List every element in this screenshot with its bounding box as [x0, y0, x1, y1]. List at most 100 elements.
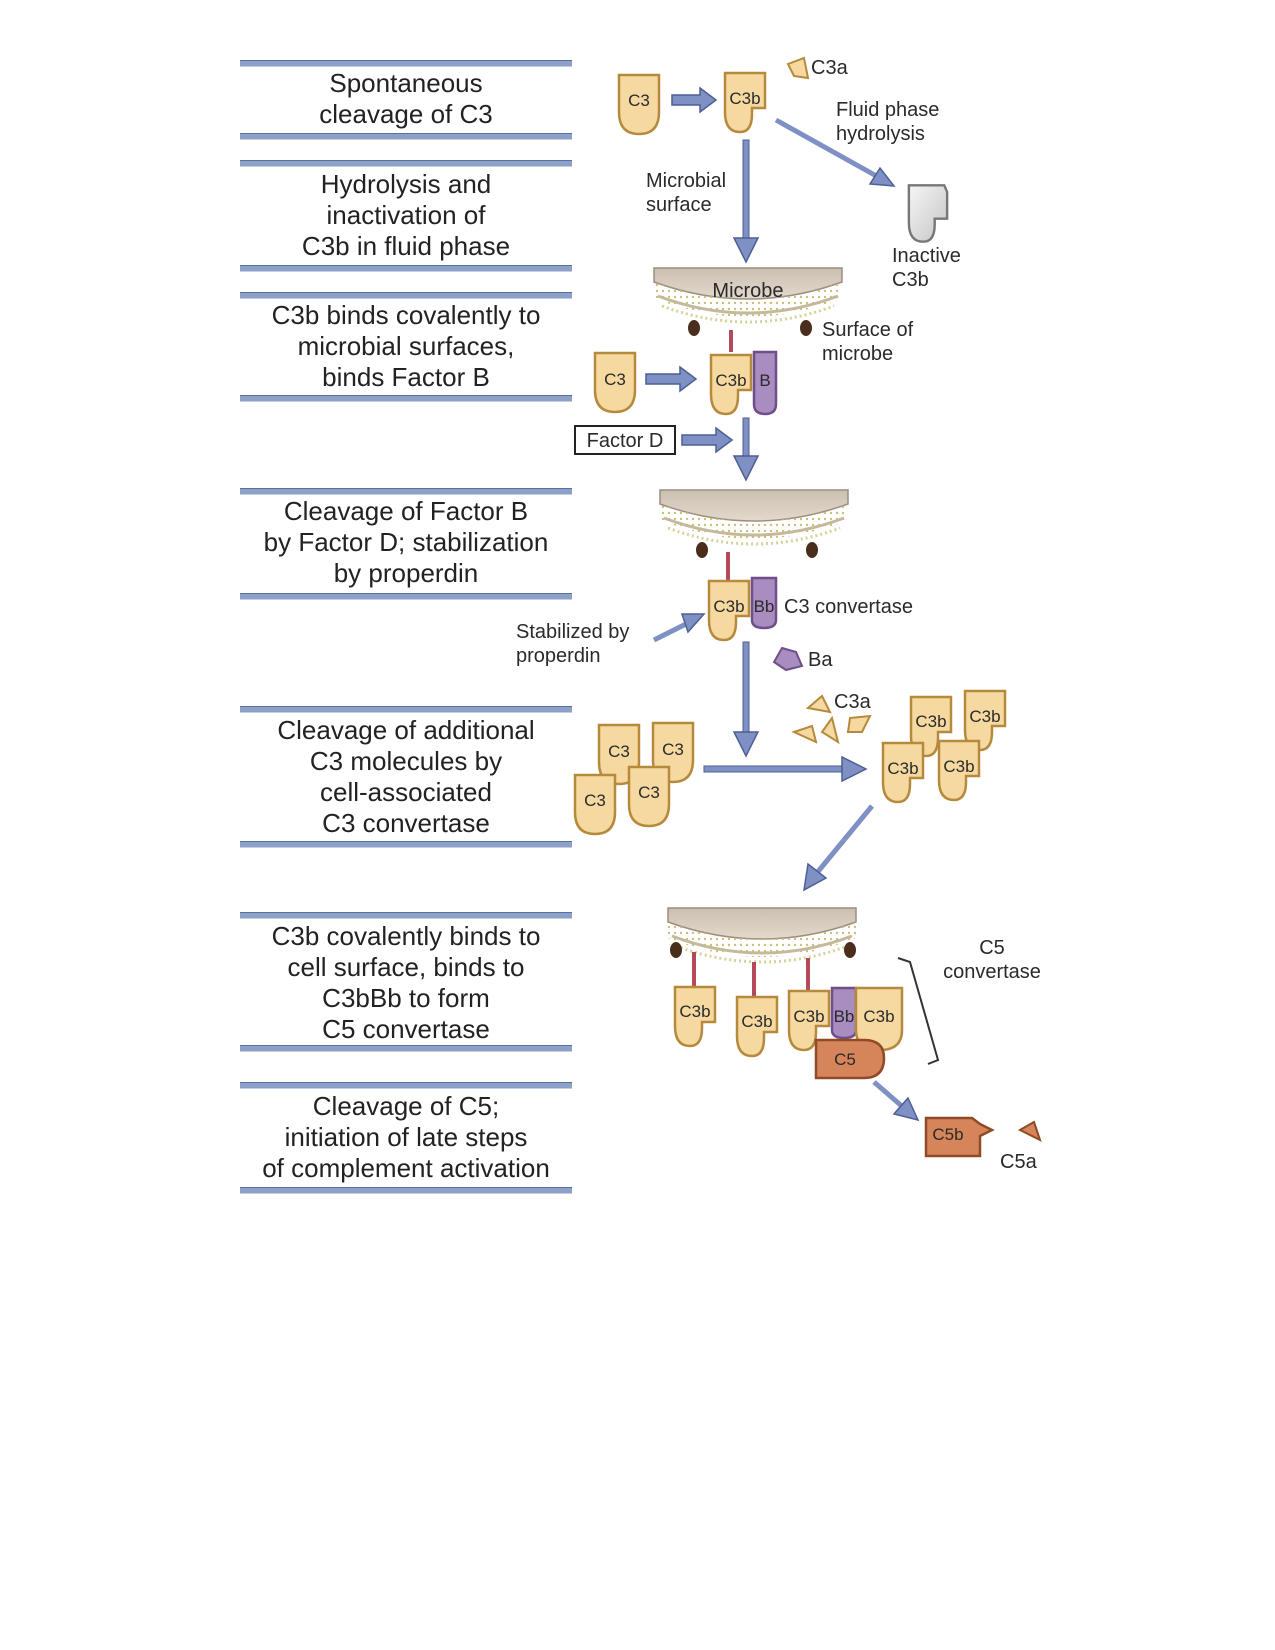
- step-7-text: Cleavage of C5; initiation of late steps…: [262, 1091, 550, 1183]
- c3b-label: C3b: [729, 89, 760, 108]
- c3-molecule: C3: [617, 73, 661, 136]
- step-6-panel: C3b covalently binds to cell surface, bi…: [240, 912, 572, 1052]
- microbial-surface-label: Microbial: [646, 170, 726, 192]
- step-divider: [240, 1187, 572, 1194]
- step-1-text: Spontaneous cleavage of C3: [319, 68, 493, 129]
- step-7-panel: Cleavage of C5; initiation of late steps…: [240, 1082, 572, 1194]
- factor-b-label: B: [759, 371, 770, 390]
- step-5-panel: Cleavage of additional C3 molecules by c…: [240, 706, 572, 848]
- fluid-phase-label: Fluid phase: [836, 99, 939, 121]
- stabilized-label: Stabilized by: [516, 621, 629, 643]
- c3a-label: C3a: [834, 691, 872, 713]
- c3b-label: C3b: [713, 597, 744, 616]
- arrow-factor-d: [681, 426, 734, 454]
- inactive-c3b-molecule: [907, 184, 949, 243]
- arrow-to-microbe-3: [803, 804, 874, 892]
- arrow-down-3: [732, 641, 760, 758]
- c5-convertase-label: C5: [979, 937, 1005, 959]
- step-divider: [240, 1045, 572, 1052]
- c3b-label: C3b: [915, 712, 946, 731]
- factor-d-label: Factor D: [587, 430, 664, 452]
- step-divider: [240, 60, 572, 67]
- c5a-fragment: [1017, 1120, 1042, 1142]
- c3-label: C3: [604, 370, 626, 389]
- c3-convertase-complex: C3b Bb: [707, 576, 778, 642]
- arrow-to-microbe-2: [732, 417, 760, 482]
- c5b-molecule: C5b: [924, 1116, 995, 1158]
- c3b-label: C3b: [943, 757, 974, 776]
- microbe-membrane-3: [667, 907, 857, 996]
- fluid-phase-label: hydrolysis: [836, 123, 925, 145]
- c3b-label: C3b: [887, 759, 918, 778]
- surface-of-microbe-label: Surface of: [822, 319, 914, 341]
- c3b-label: C3b: [741, 1012, 772, 1031]
- step-4-text: Cleavage of Factor B by Factor D; stabil…: [263, 496, 549, 588]
- arrow-to-microbe: [732, 139, 760, 264]
- c5-convertase-complex: C3b Bb C3b: [787, 986, 904, 1052]
- c3b-label: C3b: [969, 707, 1000, 726]
- step-2-panel: Hydrolysis and inactivation of C3b in fl…: [240, 160, 572, 272]
- step-3-panel: C3b binds covalently to microbial surfac…: [240, 292, 572, 402]
- c3-label: C3: [584, 791, 606, 810]
- arrow-to-inactive: [774, 117, 896, 187]
- c3a-fragments: [791, 694, 872, 745]
- microbial-surface-label: surface: [646, 194, 712, 216]
- stabilized-label: properdin: [516, 645, 601, 667]
- microbe-membrane-2: [659, 489, 849, 580]
- step-divider: [240, 395, 572, 402]
- ba-fragment: [772, 646, 804, 672]
- arrow-c3-to-c3b: [671, 86, 718, 114]
- step-divider: [240, 841, 572, 848]
- inactive-label: Inactive: [892, 245, 961, 267]
- step-3-text: C3b binds covalently to microbial surfac…: [271, 300, 541, 392]
- step-divider: [240, 593, 572, 600]
- c5b-label: C5b: [932, 1125, 963, 1144]
- step-1-panel: Spontaneous cleavage of C3: [240, 60, 572, 140]
- factor-b-molecule: B: [752, 350, 778, 416]
- surface-of-microbe-label: microbe: [822, 343, 893, 365]
- bb-label: Bb: [834, 1007, 855, 1026]
- step-4-panel: Cleavage of Factor B by Factor D; stabil…: [240, 488, 572, 600]
- step-6-text: C3b covalently binds to cell surface, bi…: [271, 921, 541, 1044]
- c5-label: C5: [834, 1050, 856, 1069]
- c3b-molecule-group: C3b C3b C3b C3b: [881, 689, 1007, 804]
- c5-convertase-label: convertase: [943, 961, 1041, 983]
- c3b-label: C3b: [863, 1007, 894, 1026]
- step-divider: [240, 488, 572, 495]
- c3b-molecule: C3b: [673, 985, 717, 1048]
- bb-label: Bb: [754, 597, 775, 616]
- step-2-text: Hydrolysis and inactivation of C3b in fl…: [301, 169, 511, 261]
- arrow-to-c5b: [872, 1080, 920, 1122]
- c3b-label: C3b: [679, 1002, 710, 1021]
- step-divider: [240, 706, 572, 713]
- c3b-molecule: C3b: [723, 71, 767, 134]
- c3b-label: C3b: [793, 1007, 824, 1026]
- step-divider: [240, 265, 572, 272]
- arrow-c3-to-c3b-group: [703, 755, 868, 783]
- microbe-label: Microbe: [712, 280, 783, 302]
- c5-convertase-bracket: [897, 957, 940, 1065]
- inactive-label: C3b: [892, 269, 929, 291]
- step-5-text: Cleavage of additional C3 molecules by c…: [277, 715, 535, 838]
- c5a-label: C5a: [1000, 1151, 1038, 1173]
- c3-label: C3: [662, 740, 684, 759]
- c3-molecule: C3: [593, 351, 637, 414]
- step-divider: [240, 1082, 572, 1089]
- c3-label: C3: [608, 742, 630, 761]
- c3b-molecule: C3b: [735, 995, 779, 1058]
- step-divider: [240, 160, 572, 167]
- c3-label: C3: [628, 91, 650, 110]
- c3a-label: C3a: [811, 57, 849, 79]
- c3b-molecule: C3b: [709, 353, 753, 416]
- c3-label: C3: [638, 783, 660, 802]
- arrow-properdin: [652, 613, 706, 643]
- c3a-fragment: [786, 56, 810, 80]
- step-divider: [240, 912, 572, 919]
- c3-convertase-label: C3 convertase: [784, 596, 913, 618]
- step-divider: [240, 133, 572, 140]
- step-divider: [240, 292, 572, 299]
- microbe-membrane-1: [653, 267, 843, 352]
- arrow-c3-to-complex: [645, 365, 698, 393]
- factor-d-box: Factor D: [574, 425, 676, 455]
